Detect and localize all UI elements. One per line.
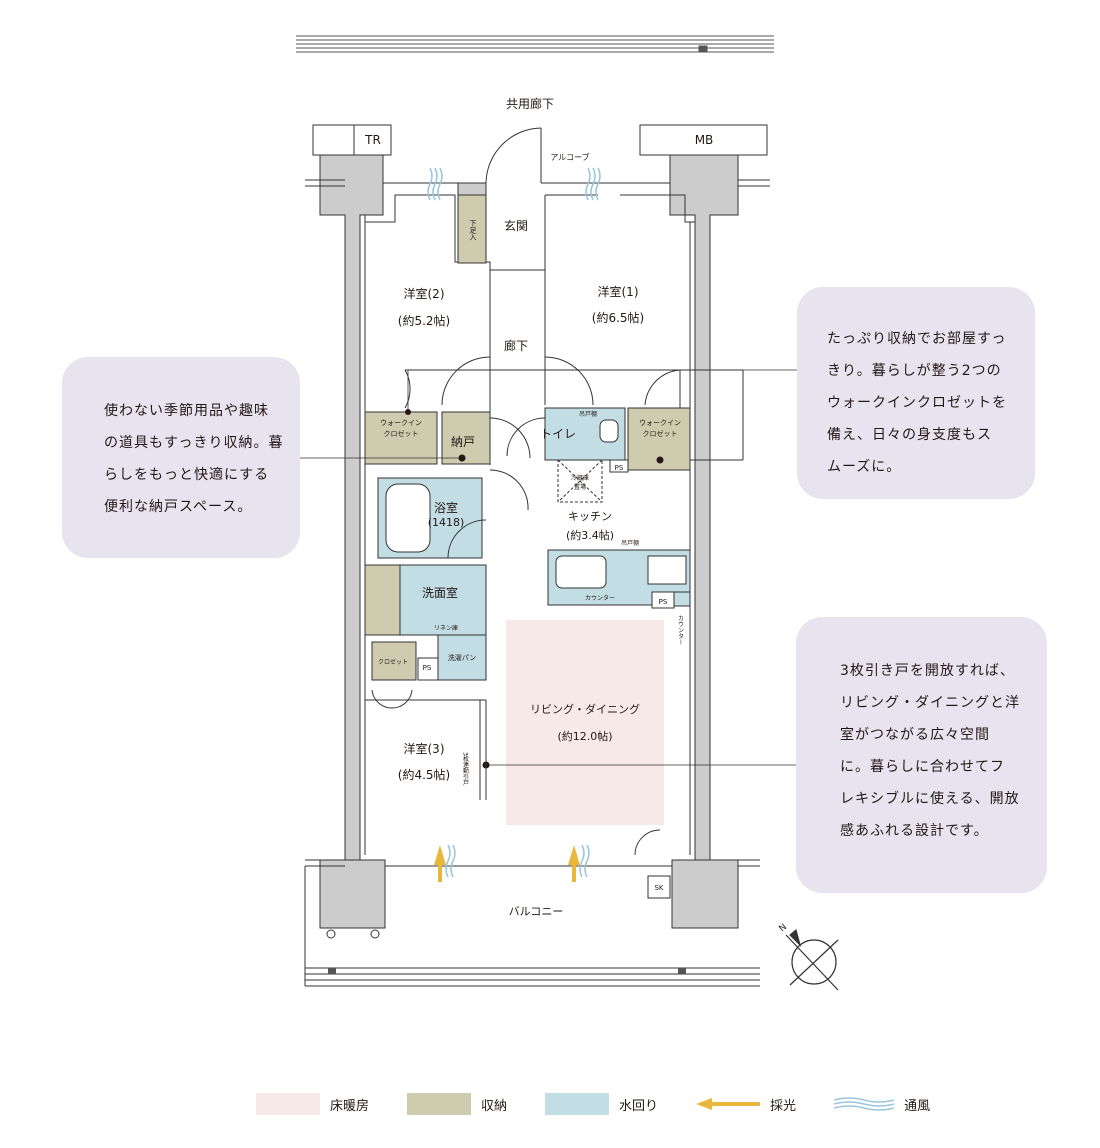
nando-label: 納戸 bbox=[451, 435, 475, 449]
linen-label: リネン庫 bbox=[434, 624, 458, 632]
light-text: 採光 bbox=[770, 1098, 797, 1114]
room1-size: (約6.5帖) bbox=[592, 310, 644, 325]
ps2-label: PS bbox=[659, 598, 668, 606]
counter2-label: カウンター bbox=[677, 615, 684, 645]
toilet-shelf-label: 吊戸棚 bbox=[579, 410, 597, 418]
corridor-label: 共用廊下 bbox=[506, 96, 554, 111]
ps3-label: PS bbox=[423, 664, 432, 672]
wind-icon bbox=[834, 1097, 895, 1111]
legend: 床暖房 収納 水回り 採光 通風 bbox=[256, 1092, 968, 1116]
room1-name: 洋室(1) bbox=[598, 284, 639, 299]
tr-label: TR bbox=[364, 133, 381, 147]
callout-nando: 使わない季節用品や趣味 の道具もすっきり収納。暮 らしをもっと快適にする 便利な… bbox=[62, 357, 300, 558]
mb-label: MB bbox=[695, 133, 714, 147]
north-label: N bbox=[778, 922, 790, 934]
kitchen-name: キッチン bbox=[568, 510, 612, 523]
entrance-label: 玄関 bbox=[504, 218, 528, 233]
mb-box bbox=[639, 124, 768, 156]
kitchen-shelf-label: 吊戸棚 bbox=[621, 539, 639, 547]
room2-size: (約5.2帖) bbox=[398, 313, 450, 328]
callout-nando-text: 使わない季節用品や趣味 の道具もすっきり収納。暮 らしをもっと快適にする 便利な… bbox=[104, 403, 284, 515]
legend-wind: 通風 bbox=[834, 1095, 930, 1114]
living-size: (約12.0帖) bbox=[557, 729, 612, 743]
living-name: リビング・ダイニング bbox=[530, 702, 640, 716]
floor-heating-text: 床暖房 bbox=[330, 1098, 370, 1114]
tr-box bbox=[312, 124, 392, 156]
room3-name: 洋室(3) bbox=[404, 741, 445, 756]
ps1-label: PS bbox=[615, 464, 624, 472]
wind-text: 通風 bbox=[904, 1098, 931, 1114]
wind-icons bbox=[427, 167, 601, 878]
callout-walkin: たっぷり収納でお部屋すっ きり。暮らしが整う2つの ウォークインクロゼットを 備… bbox=[797, 287, 1035, 499]
legend-water: 水回り bbox=[545, 1093, 658, 1115]
walkin-left-label-2: クロゼット bbox=[384, 429, 419, 438]
walkin-right-label-2: クロゼット bbox=[643, 429, 678, 438]
room3-size: (約4.5帖) bbox=[398, 767, 450, 782]
storage-areas bbox=[364, 194, 691, 681]
shoe-box-label: 下足入 bbox=[469, 220, 477, 241]
callout-sliding-door: 3枚引き戸を開放すれば、 リビング・ダイニングと洋 室がつながる広々空間 に。暮… bbox=[796, 617, 1047, 893]
toilet-label: トイレ bbox=[540, 427, 576, 441]
storage-text: 収納 bbox=[481, 1098, 508, 1114]
counter1-label: カウンター bbox=[585, 594, 615, 602]
floor-heating-area bbox=[506, 620, 664, 825]
washroom-label: 洗面室 bbox=[422, 585, 458, 600]
kitchen-size: (約3.4帖) bbox=[566, 528, 614, 542]
fridge-label-1: 冷蔵庫 bbox=[571, 474, 589, 482]
walkin-left-label-1: ウォークイン bbox=[380, 419, 422, 427]
closet-label: クロゼット bbox=[378, 658, 408, 666]
compass bbox=[785, 928, 839, 991]
laundry-pan-label: 洗濯パン bbox=[448, 653, 476, 662]
legend-light: 採光 bbox=[696, 1095, 796, 1114]
floor-heating-swatch bbox=[256, 1093, 320, 1115]
bath-name: 浴室 bbox=[434, 500, 458, 515]
water-text: 水回り bbox=[619, 1098, 659, 1114]
callout-walkin-text: たっぷり収納でお部屋すっ きり。暮らしが整う2つの ウォークインクロゼットを 備… bbox=[827, 331, 1007, 475]
upper-railing bbox=[296, 35, 774, 53]
sliding-door-label: 3枚連動引戸 bbox=[462, 752, 469, 787]
bath-size: (1418) bbox=[428, 516, 465, 529]
light-arrows bbox=[434, 845, 580, 882]
alcove-label: アルコーブ bbox=[550, 152, 589, 162]
legend-storage: 収納 bbox=[407, 1093, 507, 1115]
room2-name: 洋室(2) bbox=[404, 286, 445, 301]
light-arrow-icon bbox=[696, 1098, 761, 1110]
water-swatch bbox=[545, 1093, 610, 1115]
walkin-right-label-1: ウォークイン bbox=[639, 419, 681, 427]
sk-label: SK bbox=[654, 884, 663, 892]
balcony-label: バルコニー bbox=[509, 905, 564, 918]
fridge-label-2: 置場 bbox=[574, 483, 586, 491]
callout-sliding-door-text: 3枚引き戸を開放すれば、 リビング・ダイニングと洋 室がつながる広々空間 に。暮… bbox=[840, 663, 1020, 839]
storage-swatch bbox=[407, 1093, 472, 1115]
legend-floor-heating: 床暖房 bbox=[256, 1093, 369, 1115]
hallway-label: 廊下 bbox=[504, 338, 528, 353]
